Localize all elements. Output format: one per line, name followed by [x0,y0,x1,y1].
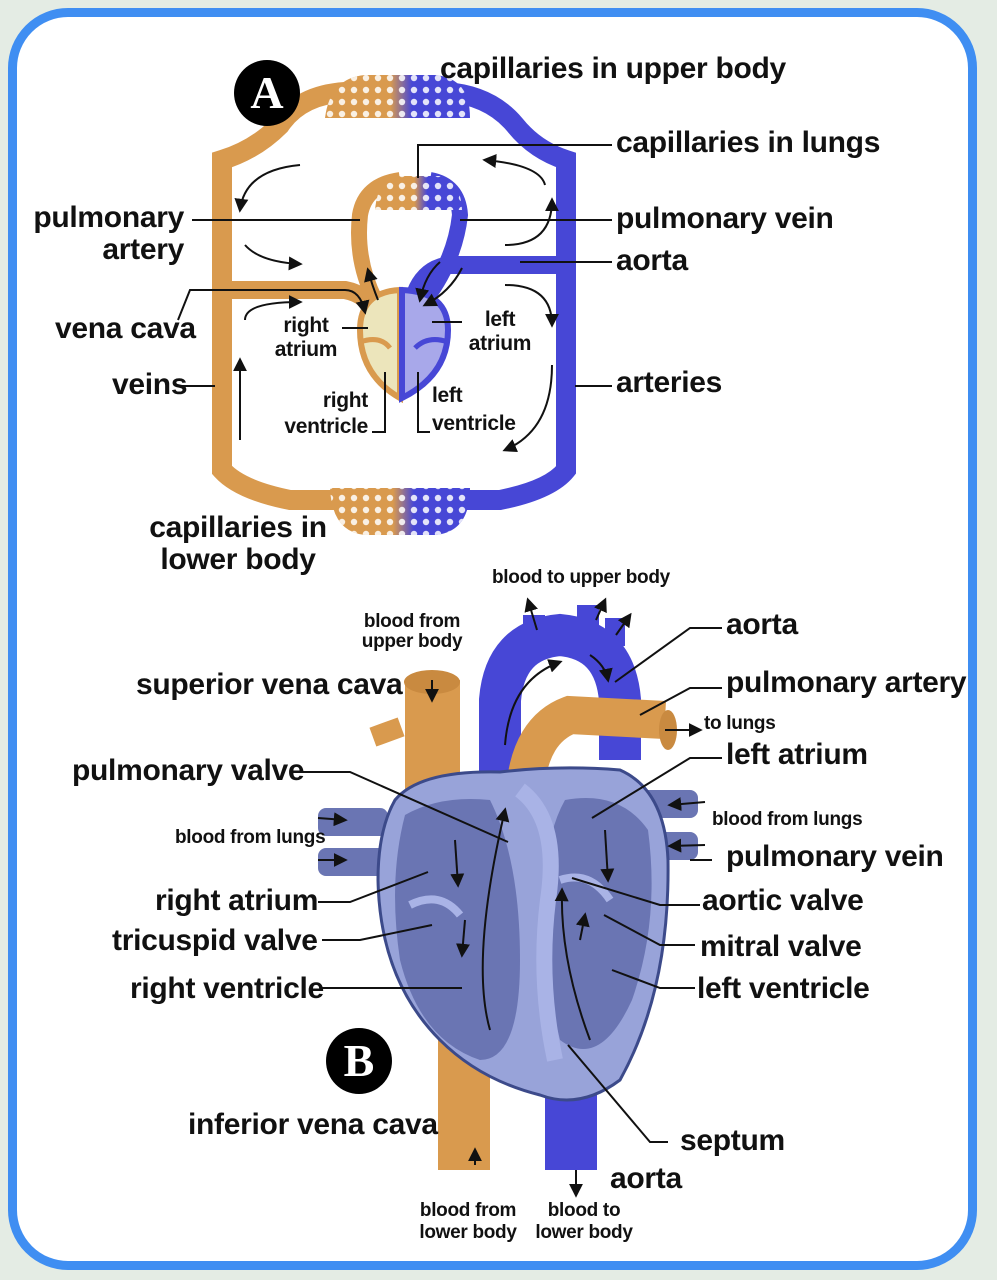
label-pulmonary-artery-b: pulmonary artery [726,668,966,698]
label-right-atrium-b: right atrium [155,886,318,916]
label-blood-from-lower-body-line2: lower body [412,1222,524,1244]
label-blood-to-upper-body: blood to upper body [492,568,670,587]
label-left-atrium-a-line2: atrium [462,332,538,356]
upper-body-vessel-blue [440,92,566,500]
label-capillaries-lower-body: capillaries in lower body [142,512,334,576]
label-veins: veins [112,370,187,400]
label-right-ventricle-a-line1: right [284,388,368,414]
label-blood-to-lower-body-line1: blood to [528,1200,640,1222]
label-right-atrium-a-line1: right [268,314,344,338]
label-pulmonary-vein-b: pulmonary vein [726,842,944,872]
label-septum: septum [680,1126,785,1156]
label-blood-from-lungs-left: blood from lungs [175,828,325,847]
label-capillaries-lower-body-line2: lower body [142,544,334,576]
label-aorta-b-top: aorta [726,610,798,640]
label-pulmonary-valve: pulmonary valve [72,756,304,786]
label-left-atrium-a: left atrium [462,308,538,356]
label-blood-from-lower-body-line1: blood from [412,1200,524,1222]
label-arteries: arteries [616,368,722,398]
label-capillaries-lower-body-line1: capillaries in [142,512,334,544]
right-heart-a [360,290,400,398]
label-aorta-b-bottom: aorta [610,1164,682,1194]
label-tricuspid-valve: tricuspid valve [112,926,318,956]
label-left-ventricle-a-line1: left [432,382,516,410]
label-blood-from-upper-body: blood from upper body [356,612,468,652]
descending-aorta-vessel [545,1090,597,1170]
label-right-ventricle-b: right ventricle [130,974,324,1004]
label-mitral-valve: mitral valve [700,932,862,962]
label-pulmonary-artery-a: pulmonary artery [33,202,184,266]
label-left-ventricle-b: left ventricle [697,974,870,1004]
label-right-atrium-a: right atrium [268,314,344,362]
label-blood-from-upper-body-line1: blood from [356,612,468,632]
label-blood-from-upper-body-line2: upper body [356,632,468,652]
label-blood-to-lower-body-line2: lower body [528,1222,640,1244]
label-right-ventricle-a: right ventricle [284,388,368,440]
label-left-atrium-a-line1: left [462,308,538,332]
capillaries-lungs-bed [375,176,462,210]
badge-a: A [234,60,300,126]
label-aortic-valve: aortic valve [702,886,864,916]
label-to-lungs: to lungs [704,714,775,733]
label-blood-from-lower-body: blood from lower body [412,1200,524,1244]
label-right-atrium-a-line2: atrium [268,338,344,362]
capillaries-lower-body-bed [330,488,470,535]
label-blood-to-lower-body: blood to lower body [528,1200,640,1244]
label-right-ventricle-a-line2: ventricle [284,414,368,440]
label-pulmonary-artery-a-line2: artery [33,234,184,266]
badge-b: B [326,1028,392,1094]
label-capillaries-upper-body: capillaries in upper body [440,54,786,84]
label-left-ventricle-a: left ventricle [432,382,516,438]
label-capillaries-lungs: capillaries in lungs [616,128,880,158]
label-left-ventricle-a-line2: ventricle [432,410,516,438]
label-pulmonary-vein-a: pulmonary vein [616,204,834,234]
label-blood-from-lungs-right: blood from lungs [712,810,862,829]
label-left-atrium-b: left atrium [726,740,868,770]
label-aorta-a: aorta [616,246,688,276]
label-superior-vena-cava: superior vena cava [136,670,402,700]
label-vena-cava: vena cava [55,314,196,344]
label-pulmonary-artery-a-line1: pulmonary [33,202,184,234]
label-inferior-vena-cava: inferior vena cava [188,1110,438,1140]
